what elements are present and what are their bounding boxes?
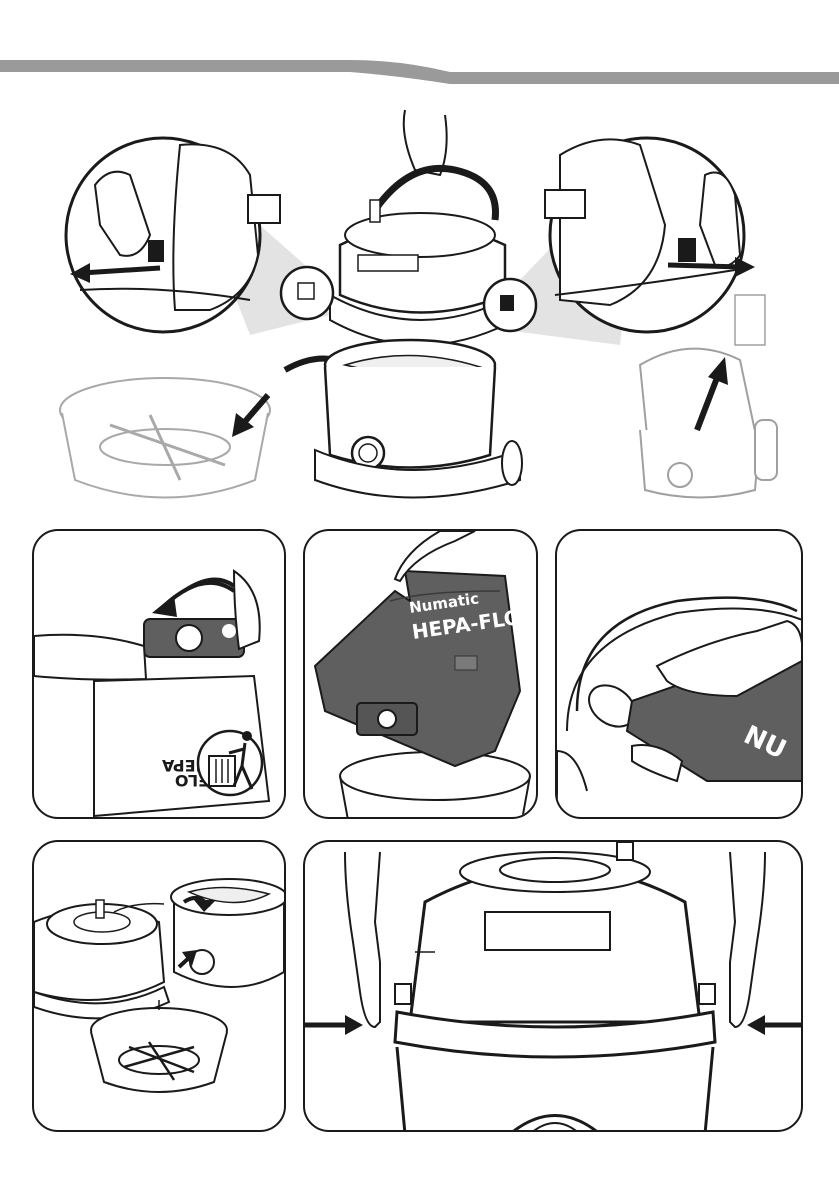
panel-new-bag: Numatic HEPA-FLO [303,529,538,819]
panel-close-clips [303,840,803,1132]
panel-remove-collar: HEPA FLO [32,529,286,819]
left-hand [345,852,380,1027]
filter-basket [60,378,270,498]
panel-fit-bag: NU [555,529,803,819]
panel-reassemble [32,840,286,1132]
push-left-arrow [305,1015,363,1035]
push-right-arrow [747,1015,803,1035]
vacuum-tub-center [315,340,522,498]
right-hand [730,852,765,1027]
header-band [0,0,839,95]
top-illustration-stage [0,95,839,525]
